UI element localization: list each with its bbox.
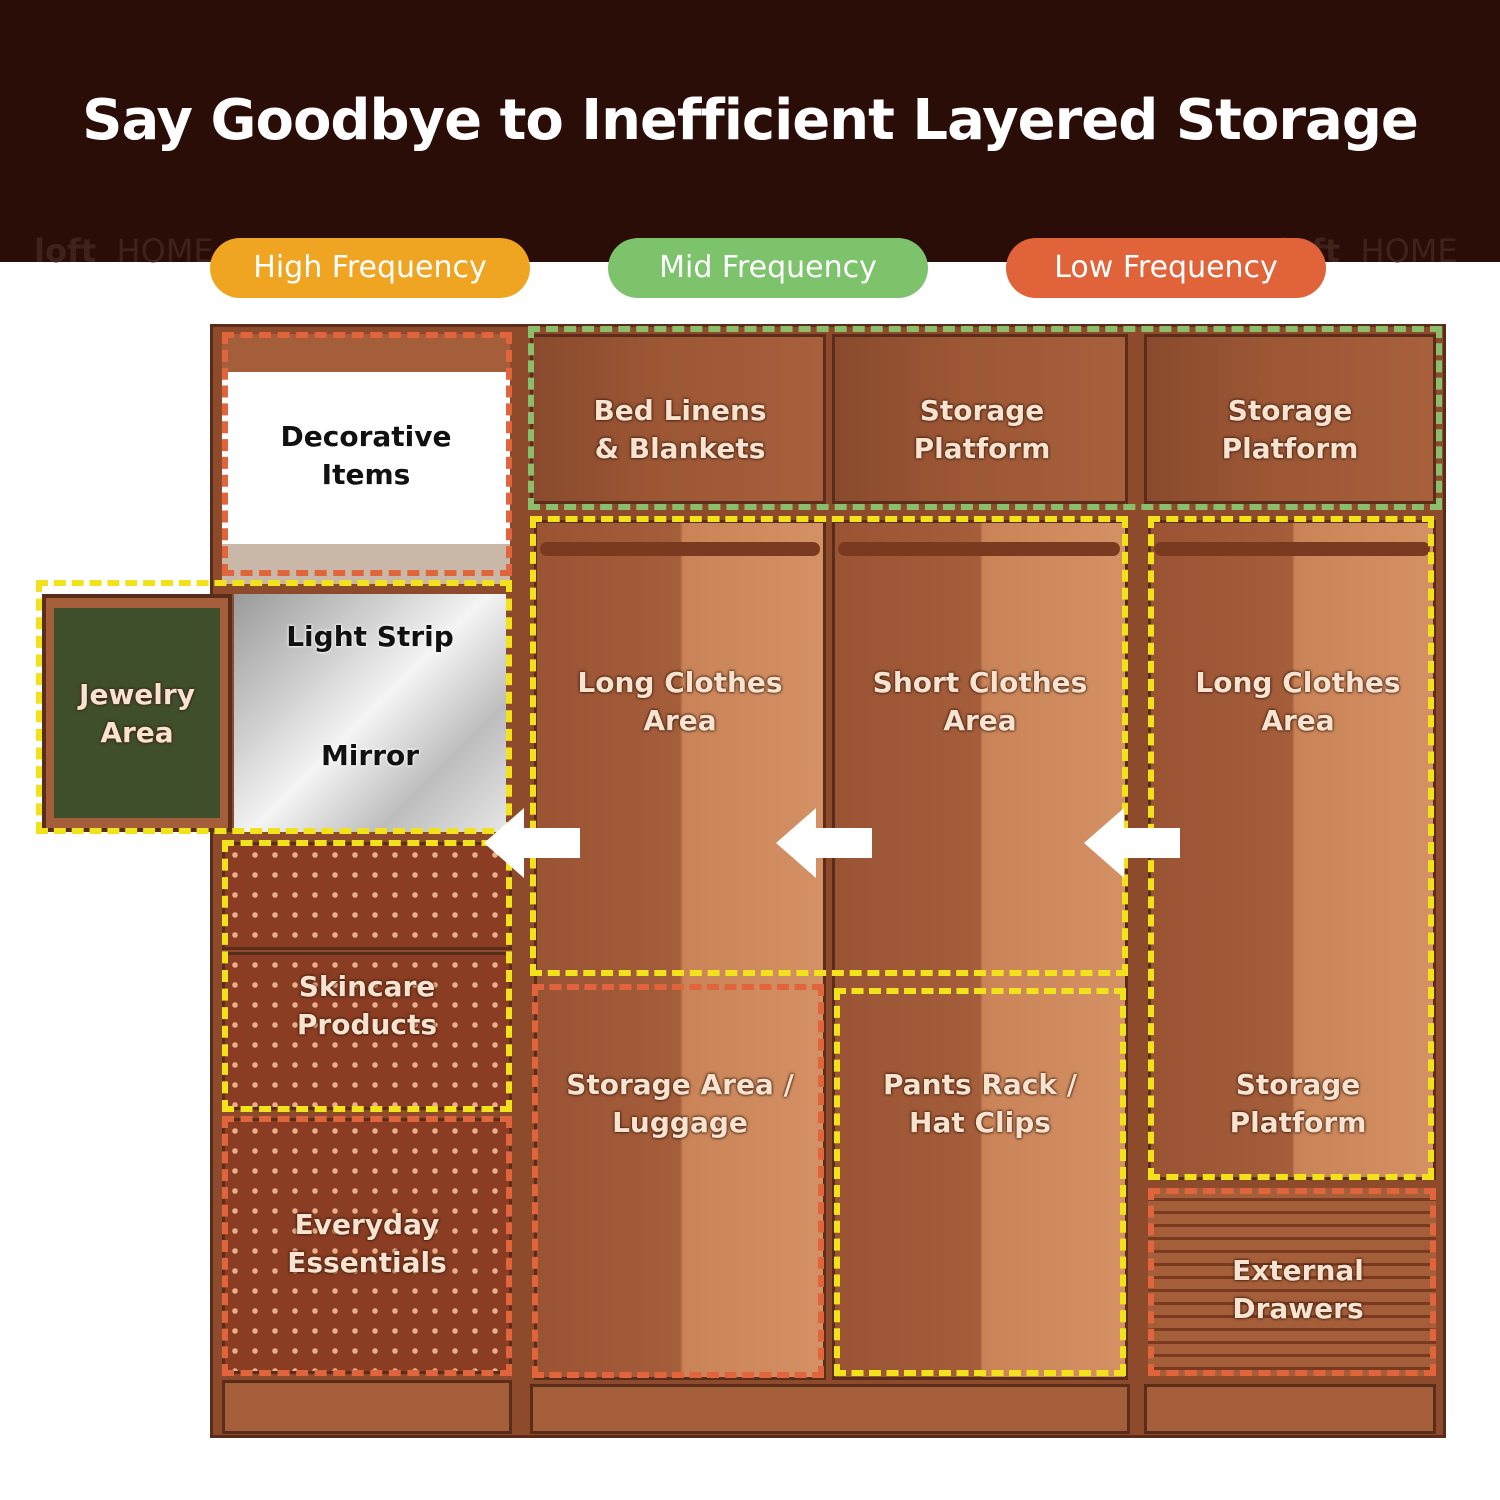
label-light-strip: Light Strip bbox=[286, 620, 454, 653]
plinth-left bbox=[222, 1380, 512, 1434]
label-external-drawers: External Drawers bbox=[1232, 1254, 1364, 1325]
arrow-left-1-icon bbox=[484, 808, 580, 878]
label-pants-rack: Pants Rack / Hat Clips bbox=[882, 1068, 1078, 1139]
label-long-clothes-left: Long Clothes Area bbox=[577, 666, 783, 737]
legend-low-frequency: Low Frequency bbox=[1006, 238, 1326, 298]
label-everyday-essentials: Everyday Essentials bbox=[287, 1208, 447, 1279]
storage-platform-top-right bbox=[1144, 334, 1436, 504]
page-title: Say Goodbye to Inefficient Layered Stora… bbox=[82, 88, 1419, 153]
left-wardrobe-bay bbox=[534, 520, 826, 1380]
external-drawers-panel bbox=[1148, 1188, 1436, 1376]
label-short-clothes: Short Clothes Area bbox=[872, 666, 1088, 737]
right-wardrobe-bay bbox=[1148, 520, 1436, 1180]
hanging-rail-right bbox=[1154, 542, 1430, 556]
label-jewelry-area: Jewelry Area bbox=[79, 678, 195, 749]
label-skincare-products: Skincare Products bbox=[296, 970, 438, 1041]
shelf-under-decor bbox=[222, 544, 510, 584]
legend-high-frequency: High Frequency bbox=[210, 238, 530, 298]
middle-wardrobe-bay bbox=[832, 520, 1128, 1380]
bed-linens-compartment bbox=[530, 334, 826, 504]
plinth-middle bbox=[530, 1384, 1130, 1434]
arrow-left-3-icon bbox=[1084, 808, 1180, 878]
drawer-essentials bbox=[222, 1118, 512, 1374]
arrow-left-2-icon bbox=[776, 808, 872, 878]
label-bed-linens: Bed Linens & Blankets bbox=[593, 394, 767, 465]
jewelry-velvet-panel bbox=[54, 608, 220, 818]
label-decorative-items: Decorative Items bbox=[280, 420, 452, 491]
hanging-rail-middle bbox=[838, 542, 1120, 556]
storage-platform-top-middle bbox=[832, 334, 1128, 504]
plinth-right bbox=[1144, 1384, 1436, 1434]
label-mirror: Mirror bbox=[320, 739, 420, 772]
label-storage-platform-top-middle: Storage Platform bbox=[913, 394, 1051, 465]
watermark-left: loft HOME bbox=[34, 232, 214, 270]
header-banner bbox=[0, 0, 1500, 262]
top-shelf-left bbox=[222, 334, 510, 372]
hanging-rail-left bbox=[540, 542, 820, 556]
drawer-skincare bbox=[222, 952, 512, 1110]
mirror-panel bbox=[234, 594, 506, 832]
label-storage-luggage: Storage Area / Luggage bbox=[566, 1068, 794, 1139]
drawer-top bbox=[222, 842, 512, 950]
decorative-shelf bbox=[222, 372, 510, 544]
label-long-clothes-right: Long Clothes Area bbox=[1195, 666, 1401, 737]
label-storage-platform-top-right: Storage Platform bbox=[1221, 394, 1359, 465]
label-storage-platform-bottom-right: Storage Platform bbox=[1229, 1068, 1367, 1139]
legend-mid-frequency: Mid Frequency bbox=[608, 238, 928, 298]
